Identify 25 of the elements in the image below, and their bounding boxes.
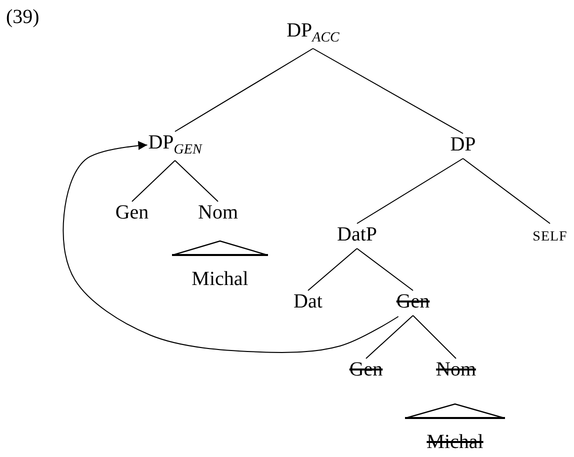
node-label: DP$_{ACC}$ [286, 20, 340, 46]
node-label: DP [450, 134, 476, 156]
tree-branch [412, 315, 456, 359]
node-label: Dat [294, 290, 322, 314]
example-number: (39) [6, 6, 40, 29]
tree-branch [174, 160, 218, 202]
node-label: Michal [190, 268, 250, 290]
node-label: SELF [532, 230, 568, 246]
tree-branch [356, 158, 464, 224]
node-label: DatP [337, 224, 377, 246]
tree-branch [174, 48, 314, 132]
node-label: Gen [115, 202, 149, 224]
movement-arrow [62, 141, 399, 353]
node-label: Nom [198, 202, 238, 224]
tree-branch [462, 158, 550, 224]
node-label: DP$_{GEN}$ [148, 132, 202, 158]
tree-branch [312, 48, 464, 134]
node-label: Michal [426, 431, 484, 453]
tree-branch [356, 248, 414, 291]
tree-branch [366, 315, 414, 359]
tree-branch [132, 160, 176, 202]
node-label: Nom [436, 358, 476, 382]
node-label: Gen [396, 290, 430, 314]
tree-branch [308, 248, 358, 291]
node-label: Gen [349, 358, 383, 382]
